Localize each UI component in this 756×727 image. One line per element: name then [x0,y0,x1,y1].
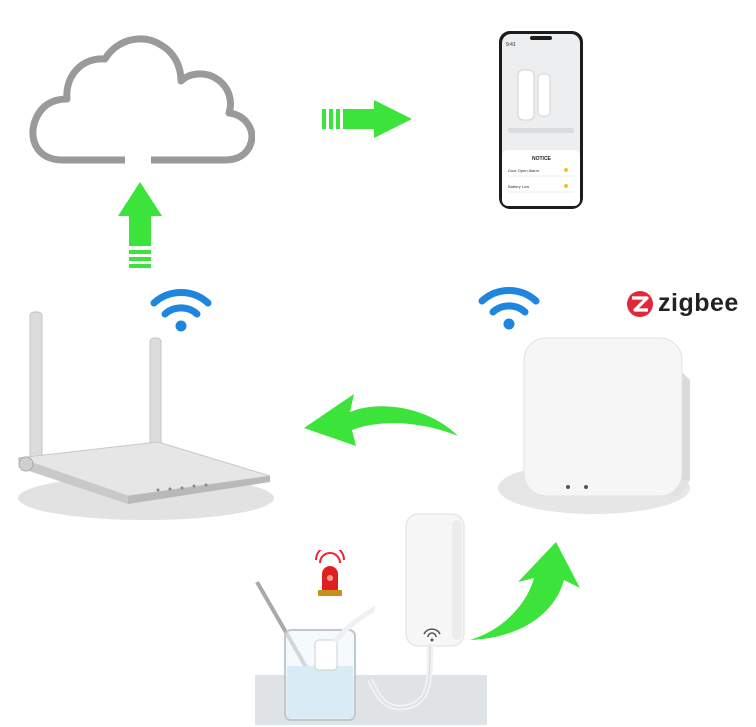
cloud [25,25,255,170]
zigbee-icon [627,291,653,317]
wifi-icon [150,289,212,332]
zigbee-logo: zigbee [626,288,751,322]
wifi-router [150,285,212,335]
notice-item: Door Open Alarm [508,168,539,173]
alarm-light [310,550,350,600]
zigbee-hub [498,330,698,520]
wifi-hub [478,283,540,333]
wifi-icon [478,287,540,330]
phone-time: 9:41 [506,42,516,48]
arrow-up-icon [118,182,162,268]
arrow-hub-to-router [298,390,463,450]
beaker [255,580,375,725]
arrow-router-to-cloud [118,182,162,272]
cloud-icon [29,35,255,164]
sensor-cable [360,640,460,720]
alarm-light-icon [315,550,345,596]
notice-item: Battery Low [508,184,530,189]
water-leak-sensor [400,510,470,650]
notice-title: NOTICE [532,156,551,162]
smartphone: 9:41 NOTICE Door Open Alarm Battery Low [498,30,584,210]
arrow-curved-up-icon [470,542,580,640]
router [8,308,278,528]
arrow-curved-left-icon [304,394,458,446]
arrow-right-icon [322,100,412,138]
arrow-cloud-to-phone [322,100,412,140]
zigbee-wordmark: zigbee [658,289,739,317]
arrow-sensor-to-hub [468,540,586,645]
